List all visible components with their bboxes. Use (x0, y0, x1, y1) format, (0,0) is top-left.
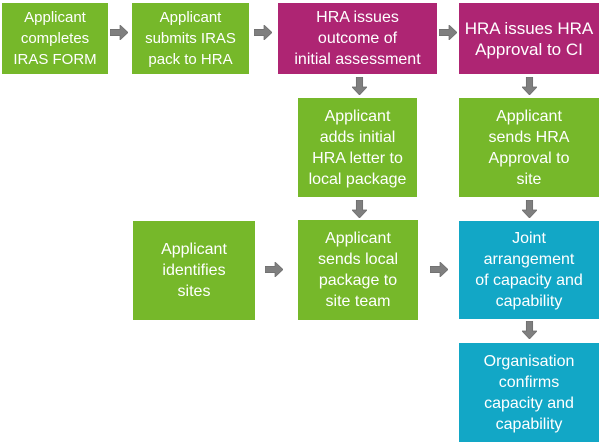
node-applicant-submits-iras-pack: Applicant submits IRAS pack to HRA (132, 3, 249, 74)
arrow-right-icon (265, 262, 283, 277)
node-hra-issues-approval-to-ci: HRA issues HRA Approval to CI (459, 3, 599, 74)
node-applicant-sends-hra-approval: Applicant sends HRA Approval to site (459, 98, 599, 197)
node-label: Applicant adds initial HRA letter to loc… (308, 107, 407, 188)
arrow-down-icon (522, 77, 537, 95)
node-label: Applicant sends local package to site te… (317, 230, 399, 310)
node-hra-issues-outcome: HRA issues outcome of initial assessment (278, 3, 437, 74)
node-joint-arrangement: Joint arrangement of capacity and capabi… (459, 221, 599, 319)
node-organisation-confirms: Organisation confirms capacity and capab… (459, 343, 599, 442)
node-label: HRA issues HRA Approval to CI (464, 18, 594, 59)
arrow-right-icon (254, 25, 272, 40)
arrow-right-icon (430, 262, 448, 277)
arrow-right-icon (110, 25, 128, 40)
node-label: Organisation confirms capacity and capab… (483, 352, 575, 433)
node-applicant-completes-iras-form: Applicant completes IRAS FORM (2, 3, 108, 74)
arrow-down-icon (522, 200, 537, 218)
arrow-down-icon (352, 200, 367, 218)
arrow-right-icon (439, 25, 457, 40)
arrow-down-icon (522, 321, 537, 339)
node-label: Joint arrangement of capacity and capabi… (475, 230, 583, 310)
arrow-down-icon (352, 77, 367, 95)
node-label: Applicant submits IRAS pack to HRA (145, 9, 236, 68)
node-label: Applicant sends HRA Approval to site (488, 107, 570, 188)
node-applicant-adds-hra-letter: Applicant adds initial HRA letter to loc… (298, 98, 417, 197)
node-label: HRA issues outcome of initial assessment (294, 9, 421, 68)
node-label: Applicant identifies sites (161, 241, 227, 300)
node-label: Applicant completes IRAS FORM (13, 9, 97, 68)
node-applicant-identifies-sites: Applicant identifies sites (133, 221, 255, 320)
node-applicant-sends-local-package: Applicant sends local package to site te… (298, 220, 418, 320)
